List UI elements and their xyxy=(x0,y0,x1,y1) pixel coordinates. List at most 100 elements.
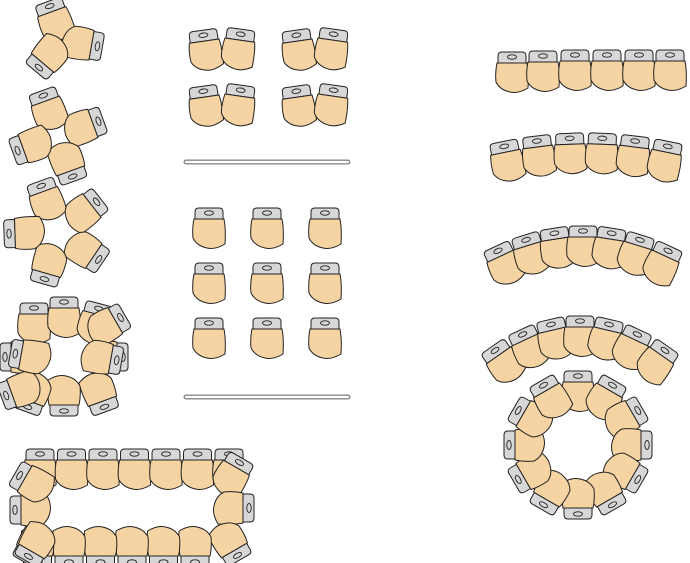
chair-seat xyxy=(585,144,619,175)
chair-seat-icon xyxy=(309,318,342,359)
chair-seat xyxy=(18,339,53,376)
chair-seat xyxy=(309,329,342,359)
chair-seat xyxy=(150,460,183,490)
chair-seat xyxy=(313,94,349,128)
chair-seat xyxy=(118,460,151,490)
chair-seat xyxy=(55,460,88,490)
chair-seat-icon xyxy=(313,27,351,72)
chair-back xyxy=(564,371,592,382)
arrangement-group-of-3 xyxy=(23,0,105,82)
chair-back xyxy=(253,318,281,329)
chair-seat xyxy=(188,95,224,129)
chair-back xyxy=(593,50,621,61)
chair-back xyxy=(625,50,653,61)
chair-seat xyxy=(654,61,687,91)
chair-seat-icon xyxy=(623,50,656,91)
chair-seat-icon xyxy=(309,208,342,249)
chair-seat-icon xyxy=(116,527,149,563)
chair-back xyxy=(253,263,281,274)
chair-seat xyxy=(309,274,342,304)
chair-seat-icon xyxy=(18,303,51,344)
arrangement-hollow-square xyxy=(0,297,133,417)
chair-back xyxy=(10,496,21,524)
chair-seat xyxy=(623,61,656,91)
chair-back xyxy=(89,449,117,460)
chair-back xyxy=(641,431,652,459)
chair-seat-icon xyxy=(220,83,258,128)
chair-seat-icon xyxy=(496,52,529,93)
chair-seat xyxy=(181,460,214,490)
chair-seat xyxy=(188,39,224,73)
chair-seat xyxy=(559,61,592,91)
chair-seat-icon xyxy=(59,186,111,237)
chair-seat xyxy=(214,492,244,525)
chair-seat-icon xyxy=(55,449,88,490)
chair-seat xyxy=(116,527,149,557)
chair-seat-icon xyxy=(220,27,258,72)
chair-seat xyxy=(251,274,284,304)
chair-seat-icon xyxy=(585,133,619,175)
chair-seat-icon xyxy=(251,208,284,249)
chair-seat-icon xyxy=(48,376,81,417)
chair-seat-icon xyxy=(553,133,587,175)
arrangement-group-of-4 xyxy=(7,85,108,186)
chair-seat-icon xyxy=(150,449,183,490)
chair-seat-icon xyxy=(186,28,224,73)
chair-back xyxy=(588,133,616,145)
chair-seat-icon xyxy=(591,50,624,91)
chair-back xyxy=(195,318,223,329)
arrangement-straight-row xyxy=(496,50,687,93)
chair-seat xyxy=(645,149,683,184)
chair-seat xyxy=(281,39,317,73)
chair-seat-icon xyxy=(179,527,212,563)
chair-back xyxy=(504,431,515,459)
chair-seat-icon xyxy=(279,28,317,73)
chair-back xyxy=(561,50,589,61)
chair-back xyxy=(311,318,339,329)
chair-seat-icon xyxy=(279,84,317,129)
chair-seat-icon xyxy=(654,50,687,91)
chair-seat xyxy=(591,61,624,91)
chair-seat-icon xyxy=(193,208,226,249)
chair-seat-icon xyxy=(313,83,351,128)
chair-seat xyxy=(87,460,120,490)
chair-back xyxy=(566,316,594,327)
chair-seat xyxy=(79,338,114,375)
arrangement-medium-curve xyxy=(481,226,685,290)
chair-seat xyxy=(147,527,180,557)
chair-seat-icon xyxy=(193,318,226,359)
chair-back xyxy=(529,51,557,62)
chair-seat-icon xyxy=(147,527,180,563)
chair-back xyxy=(50,297,78,308)
chair-seat xyxy=(489,149,527,184)
chair-seat-icon xyxy=(645,138,685,184)
chair-seat-icon xyxy=(251,263,284,304)
chair-back xyxy=(564,508,592,519)
chair-seat xyxy=(48,376,81,406)
chair-seat xyxy=(193,219,226,249)
arrangement-circle xyxy=(504,371,652,519)
chair-seat-icon xyxy=(60,226,112,276)
chair-seat-icon xyxy=(193,263,226,304)
chair-back xyxy=(311,208,339,219)
chair-back xyxy=(50,405,78,416)
chair-seat xyxy=(193,274,226,304)
chair-seat xyxy=(251,219,284,249)
chair-back xyxy=(152,449,180,460)
chair-seat xyxy=(309,219,342,249)
arrangement-hollow-rectangle xyxy=(7,449,256,563)
chair-back xyxy=(58,449,86,460)
chair-back xyxy=(195,263,223,274)
chair-seat xyxy=(554,144,588,175)
chair-seat xyxy=(281,95,317,129)
chair-seat xyxy=(251,329,284,359)
chair-seat-icon xyxy=(615,134,652,178)
chair-seat xyxy=(18,314,51,344)
chair-seat-icon xyxy=(84,527,117,563)
chair-back xyxy=(20,303,48,314)
chair-back xyxy=(311,263,339,274)
chair-back xyxy=(26,449,54,460)
chair-back xyxy=(656,50,684,61)
